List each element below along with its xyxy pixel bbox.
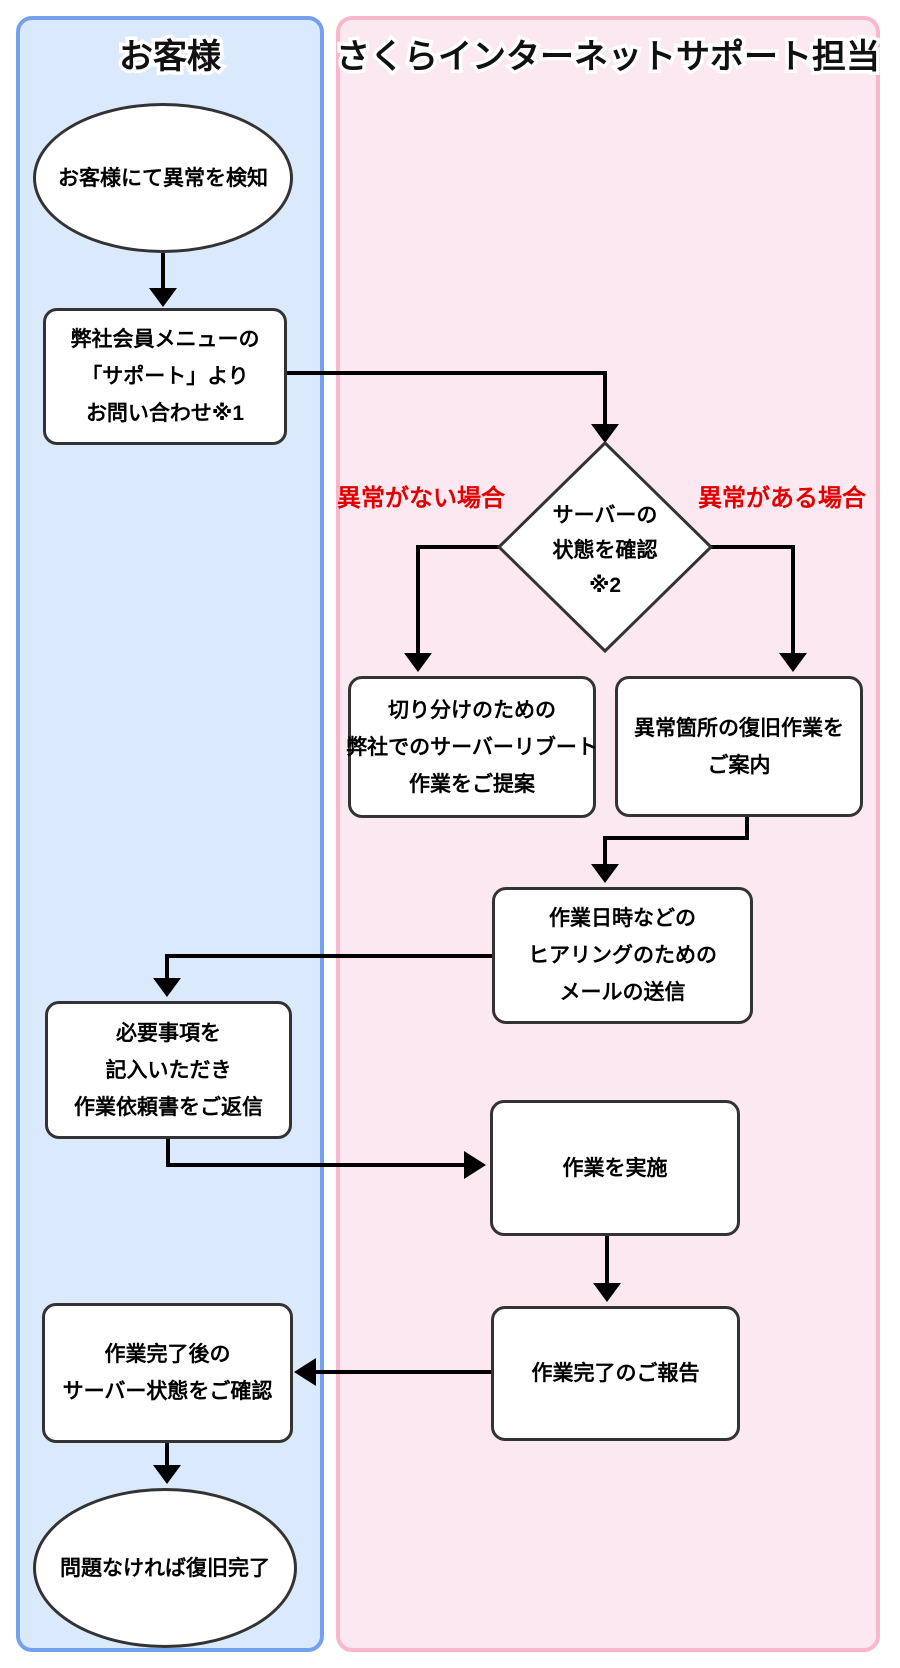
node-text-line: サーバーの bbox=[552, 503, 658, 527]
node-text-line: 作業日時などの bbox=[549, 907, 696, 930]
node-text-line: 記入いただき bbox=[105, 1058, 232, 1082]
node-text-line: 弊社会員メニューの bbox=[70, 328, 260, 351]
node-detect-ellipse: お客様にて異常を検知 bbox=[33, 103, 293, 253]
node-text-line: 必要事項を bbox=[116, 1021, 221, 1045]
node-text-line: 状態を確認 bbox=[552, 538, 658, 562]
node-do-work-box: 作業を実施 bbox=[490, 1100, 740, 1236]
node-hearing-mail-box: 作業日時などの ヒアリングのための メールの送信 bbox=[492, 887, 753, 1024]
node-text-line: 作業完了後の bbox=[104, 1343, 231, 1366]
node-text-line: ヒアリングのための bbox=[528, 944, 717, 967]
node-complete-ellipse: 問題なければ復旧完了 bbox=[33, 1488, 297, 1648]
node-text-line: ※2 bbox=[588, 573, 622, 597]
node-text-line: 弊社でのサーバーリブート bbox=[346, 735, 598, 759]
node-reboot-proposal-box: 切り分けのための 弊社でのサーバーリブート 作業をご提案 bbox=[346, 676, 598, 818]
node-text-line: お客様にて異常を検知 bbox=[58, 166, 268, 190]
node-text-line: 「サポート」より bbox=[81, 365, 249, 388]
node-text-line: お問い合わせ※1 bbox=[85, 402, 245, 425]
node-text-line: サーバー状態をご確認 bbox=[62, 1380, 273, 1403]
node-report-box: 作業完了のご報告 bbox=[491, 1306, 740, 1441]
node-text-line: 作業完了のご報告 bbox=[531, 1362, 700, 1385]
node-text-line: 作業をご提案 bbox=[409, 772, 535, 796]
node-text-line: 異常箇所の復旧作業を bbox=[634, 716, 844, 740]
branch-label-abnormality: 異常がある場合 bbox=[698, 485, 866, 512]
node-text-line: 作業依頼書をご返信 bbox=[74, 1095, 263, 1119]
node-recovery-guide-box: 異常箇所の復旧作業を ご案内 bbox=[615, 676, 863, 817]
node-decision-label: サーバーの 状態を確認 ※2 bbox=[505, 490, 705, 610]
node-confirm-box: 作業完了後の サーバー状態をご確認 bbox=[42, 1303, 293, 1443]
node-reply-form-box: 必要事項を 記入いただき 作業依頼書をご返信 bbox=[45, 1001, 292, 1139]
node-text-line: 作業を実施 bbox=[562, 1156, 668, 1180]
node-text-line: 問題なければ復旧完了 bbox=[60, 1556, 270, 1580]
node-text-line: ご案内 bbox=[707, 753, 771, 777]
branch-label-no-abnormality: 異常がない場合 bbox=[337, 485, 505, 512]
node-text-line: メールの送信 bbox=[559, 981, 686, 1004]
node-contact-box: 弊社会員メニューの 「サポート」より お問い合わせ※1 bbox=[43, 308, 287, 445]
node-text-line: 切り分けのための bbox=[388, 698, 556, 722]
